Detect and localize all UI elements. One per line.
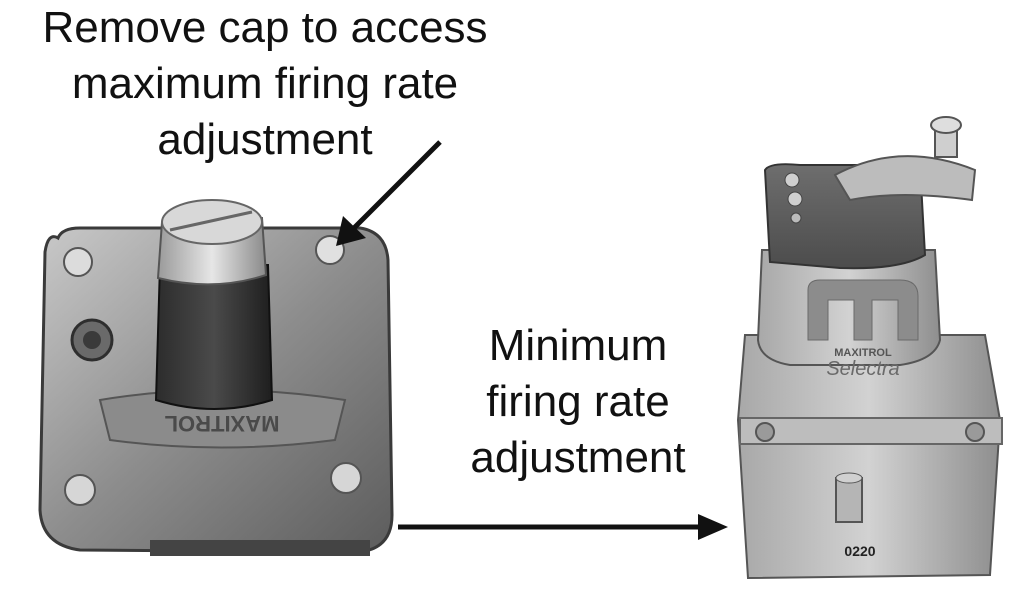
corner-screw-icon	[63, 247, 93, 277]
callout-line: Remove cap to access	[42, 3, 488, 52]
valve-code-stamp: 0220	[844, 543, 875, 559]
arrow-icon	[336, 140, 442, 246]
pressure-tap	[835, 477, 863, 523]
callout-line: maximum firing rate	[71, 59, 459, 108]
callout-line: adjustment	[157, 115, 373, 164]
corner-screw-icon	[64, 474, 96, 506]
max-firing-rate-callout: Remove cap to access maximum firing rate…	[0, 0, 530, 168]
valve-model-stamp: Selectra	[826, 358, 899, 380]
callout-line: firing rate	[486, 377, 670, 426]
regulator-stem	[154, 264, 274, 410]
valve-brand-stamp: MAXITROL	[834, 347, 892, 359]
cap-slot-icon	[169, 210, 253, 232]
pressure-regulator: MAXITROL	[38, 199, 394, 556]
min-firing-rate-callout: Minimum firing rate adjustment	[428, 318, 728, 486]
regulator-brand-stamp: MAXITROL	[165, 411, 280, 436]
maxitrol-logo: MAXITROL Selectra	[807, 279, 919, 380]
corner-screw-icon	[330, 462, 362, 494]
valve-screw-icon	[755, 422, 775, 442]
regulator-base	[150, 540, 370, 556]
callout-line: adjustment	[470, 433, 686, 482]
arrow-icon	[398, 514, 728, 540]
min-adjust-screw-icon	[930, 116, 962, 134]
gas-valve: MAXITROL Selectra 0220	[736, 116, 1003, 580]
valve-screw-icon	[965, 422, 985, 442]
callout-line: Minimum	[488, 321, 668, 370]
